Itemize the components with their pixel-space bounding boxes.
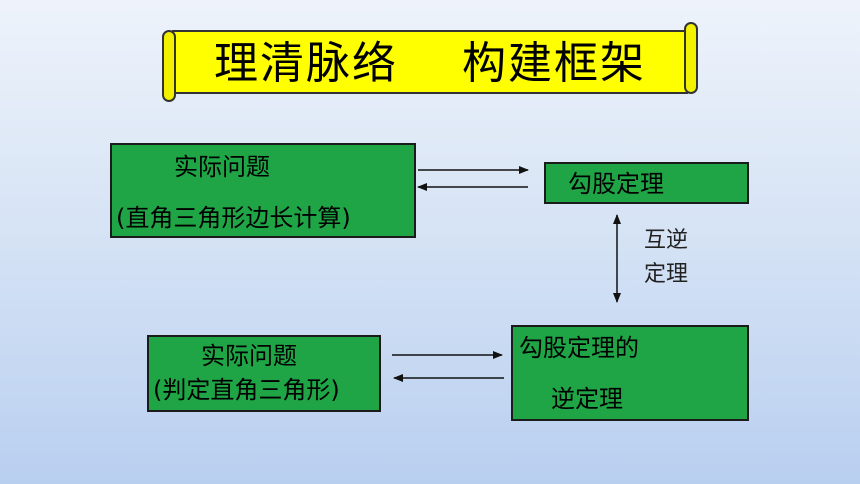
problem-box-line2: (直角三角形边长计算) (116, 204, 351, 232)
scroll-curl-right (684, 22, 698, 94)
problem-box-line2: (判定直角三角形) (153, 376, 340, 404)
problem-box-side-length: 实际问题 (直角三角形边长计算) (110, 143, 416, 238)
converse-box-line1: 勾股定理的 (519, 334, 639, 362)
relation-line1: 互逆 (644, 228, 689, 253)
converse-box-line2: 逆定理 (551, 385, 623, 413)
theorem-box-label: 勾股定理 (568, 170, 664, 198)
problem-box-line1: 实际问题 (174, 153, 270, 181)
page-title: 理清脉络 构建框架 (214, 38, 646, 89)
theorem-box: 勾股定理 (544, 162, 749, 204)
problem-box-right-triangle: 实际问题 (判定直角三角形) (147, 335, 381, 412)
problem-box-line1: 实际问题 (201, 342, 297, 370)
scroll-body: 理清脉络 构建框架 (172, 30, 688, 94)
scroll-curl-left (162, 30, 176, 102)
title-banner: 理清脉络 构建框架 (162, 22, 698, 102)
relation-label: 互逆 定理 (644, 224, 688, 292)
relation-line2: 定理 (644, 262, 689, 287)
converse-theorem-box: 勾股定理的 逆定理 (511, 325, 749, 421)
